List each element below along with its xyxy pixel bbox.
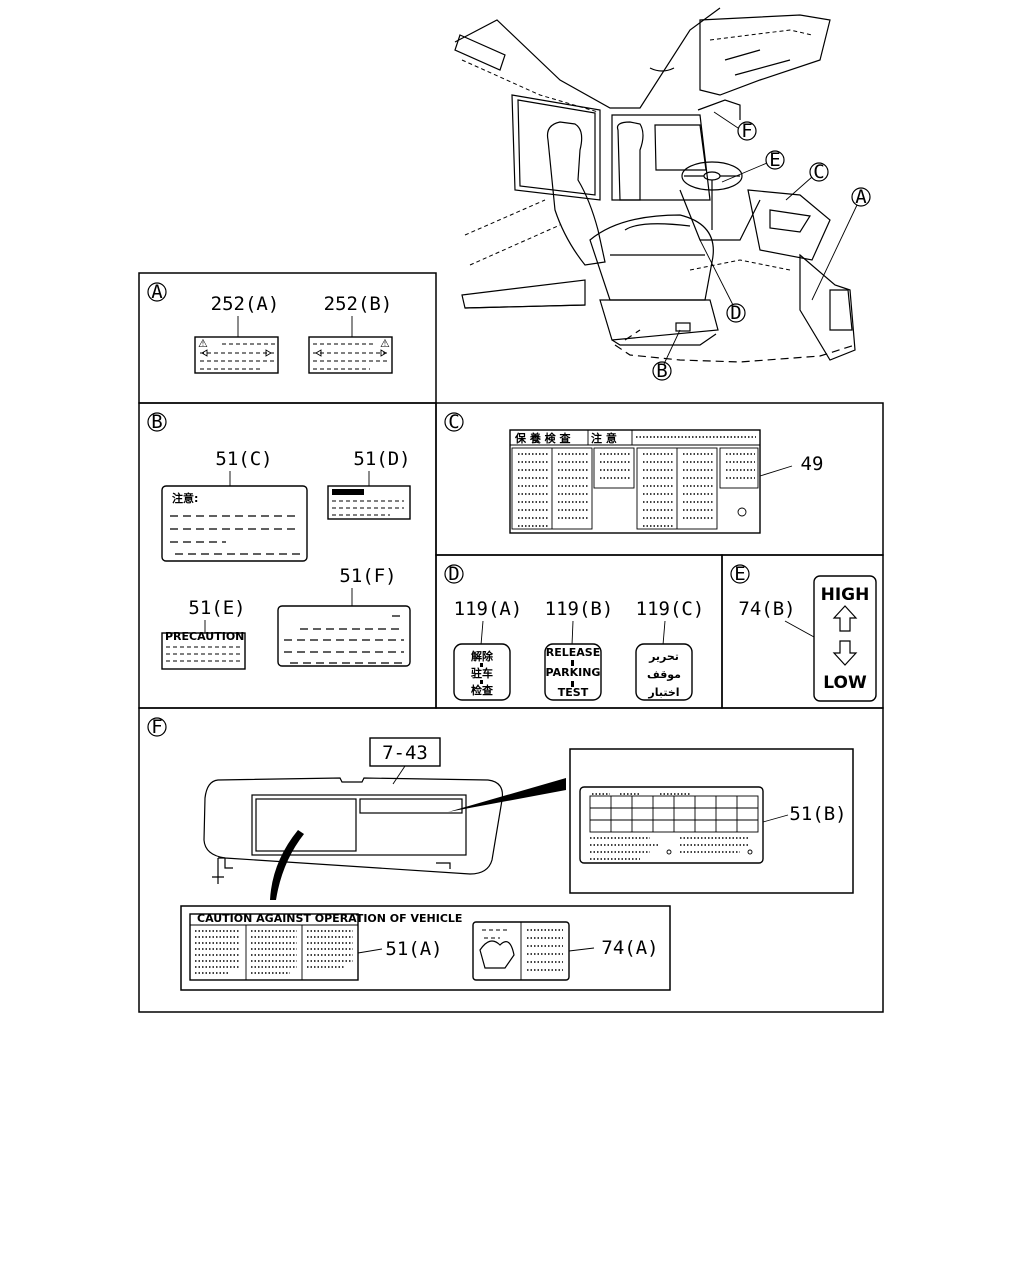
part-label-51e: 51(E) bbox=[188, 597, 245, 619]
callout-f bbox=[737, 121, 757, 141]
section-a: 252(A) 252(B) ⚠ ⚠ bbox=[194, 293, 393, 374]
ref-label: 7-43 bbox=[382, 742, 428, 764]
decal-252b: ⚠ bbox=[308, 336, 393, 374]
section-letter-a: A bbox=[151, 281, 163, 303]
knob-c-line-1: تحرير bbox=[648, 650, 679, 663]
overview-callouts: F E C A D B bbox=[652, 111, 871, 382]
inset-51a-frame bbox=[180, 905, 671, 991]
part-label-74b: 74(B) bbox=[738, 598, 795, 620]
part-label-51f: 51(F) bbox=[339, 565, 396, 587]
decal-51f bbox=[277, 605, 411, 667]
knob-b-line-2: PARKING bbox=[546, 666, 601, 679]
ref-box bbox=[369, 737, 441, 767]
section-frames bbox=[138, 272, 884, 1013]
leader-wedge-51a bbox=[270, 830, 304, 900]
knob-decal-119b: RELEASE PARKING TEST bbox=[544, 643, 602, 701]
callout-e-letter: E bbox=[769, 149, 780, 171]
decal-51e-header: PRECAUTION bbox=[165, 630, 244, 643]
high-low-decal: HIGH LOW bbox=[813, 575, 877, 702]
knob-c-line-2: موقف bbox=[647, 668, 681, 681]
decal-51d bbox=[327, 485, 411, 520]
decal-51a: CAUTION AGAINST OPERATION OF VEHICLE bbox=[189, 912, 462, 981]
callout-c bbox=[809, 162, 829, 182]
section-c: 保 養 検 査 注 意 49 bbox=[509, 429, 824, 534]
high-text: HIGH bbox=[821, 585, 870, 605]
section-d: 119(A) 119(B) 119(C) 解除 驻车 检查 RELEASE PA… bbox=[453, 598, 705, 701]
callout-f-letter: F bbox=[741, 120, 752, 142]
callout-b bbox=[652, 361, 672, 381]
callout-e bbox=[765, 150, 785, 170]
callout-a bbox=[851, 187, 871, 207]
knob-b-line-3: TEST bbox=[558, 686, 589, 699]
part-label-51c: 51(C) bbox=[215, 448, 272, 470]
section-letter-c: C bbox=[448, 411, 459, 433]
cab-interior-illustration bbox=[454, 7, 856, 363]
part-label-74a: 74(A) bbox=[601, 937, 658, 959]
callout-d bbox=[726, 303, 746, 323]
decal-252a: ⚠ bbox=[194, 336, 279, 374]
leader-wedge-51b bbox=[448, 778, 566, 812]
caution-heading: 注意: bbox=[172, 491, 198, 505]
low-text: LOW bbox=[823, 673, 867, 693]
decal-49-header-right: 注 意 bbox=[591, 431, 617, 445]
part-label-49: 49 bbox=[801, 453, 824, 475]
emblem-icon bbox=[737, 507, 747, 517]
knob-decal-119c: تحرير موقف اختبار bbox=[635, 643, 693, 701]
knob-a-line-2: 驻车 bbox=[471, 666, 493, 680]
section-letter-e: E bbox=[734, 563, 745, 585]
callout-d-letter: D bbox=[730, 302, 741, 324]
callout-a-letter: A bbox=[855, 186, 867, 208]
part-label-51d: 51(D) bbox=[353, 448, 410, 470]
arrow-down-icon bbox=[832, 640, 858, 666]
part-label-119b: 119(B) bbox=[545, 598, 614, 620]
person-warning-icon bbox=[479, 940, 515, 969]
part-label-252a: 252(A) bbox=[211, 293, 280, 315]
knob-c-line-3: اختبار bbox=[647, 686, 679, 699]
section-f: 7-43 51(B) bbox=[180, 737, 854, 991]
callout-b-letter: B bbox=[656, 360, 667, 382]
part-label-51b: 51(B) bbox=[789, 803, 846, 825]
decal-51b bbox=[579, 786, 764, 864]
section-e: 74(B) HIGH LOW bbox=[738, 575, 877, 702]
part-label-51a: 51(A) bbox=[385, 938, 442, 960]
decal-49: 保 養 検 査 注 意 bbox=[509, 429, 761, 534]
knob-a-line-3: 检查 bbox=[471, 683, 493, 697]
arrow-up-icon bbox=[832, 605, 858, 632]
decal-74a bbox=[472, 921, 570, 981]
warning-triangle-icon-b: ⚠ bbox=[380, 337, 390, 350]
section-letters: A B C D E F bbox=[147, 281, 750, 738]
decal-51c: 注意: bbox=[161, 485, 308, 562]
callout-c-letter: C bbox=[813, 161, 824, 183]
warning-triangle-icon: ⚠ bbox=[198, 337, 208, 350]
sun-visor bbox=[203, 777, 504, 884]
decal-51e: PRECAUTION bbox=[161, 630, 246, 670]
section-letter-f: F bbox=[151, 716, 162, 738]
decal-49-header-left: 保 養 検 査 bbox=[514, 431, 571, 445]
knob-b-line-1: RELEASE bbox=[546, 646, 600, 659]
section-letter-d: D bbox=[448, 563, 459, 585]
knob-decal-119a: 解除 驻车 检查 bbox=[453, 643, 511, 701]
decal-51a-header: CAUTION AGAINST OPERATION OF VEHICLE bbox=[197, 912, 462, 925]
section-letter-b: B bbox=[151, 411, 162, 433]
knob-a-line-1: 解除 bbox=[471, 649, 494, 663]
part-label-252b: 252(B) bbox=[324, 293, 393, 315]
inset-51b-frame bbox=[569, 748, 854, 894]
decal-49-grid bbox=[511, 447, 759, 530]
part-label-119c: 119(C) bbox=[636, 598, 705, 620]
part-label-119a: 119(A) bbox=[454, 598, 523, 620]
section-b: 51(C) 注意: 51(D) 51(F) 51(E) PRECAUTION bbox=[161, 448, 411, 670]
